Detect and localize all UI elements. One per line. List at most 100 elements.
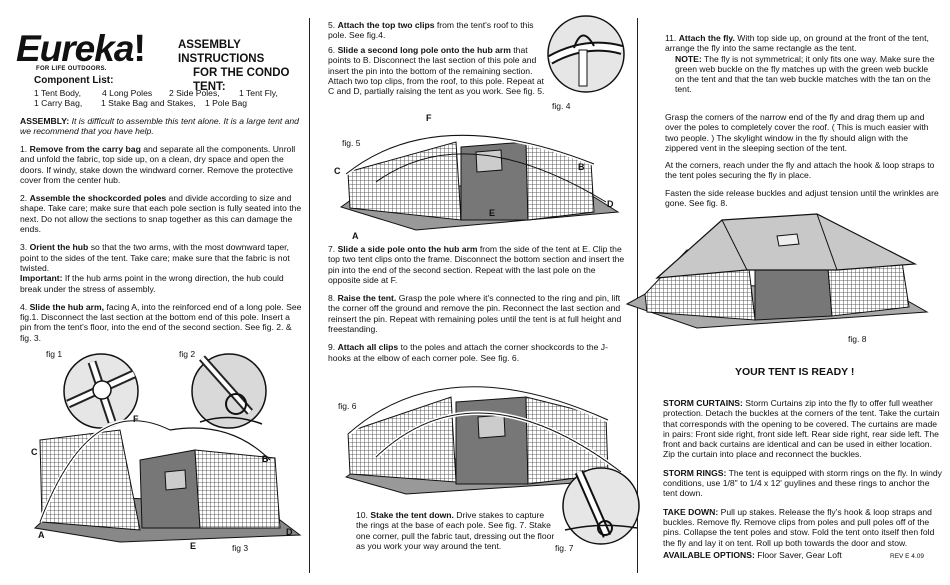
step-heading: Attach the top two clips <box>337 20 435 30</box>
step-text: to the poles and attach the corner shock… <box>328 342 608 363</box>
available-options: AVAILABLE OPTIONS: Floor Saver, Gear Lof… <box>663 550 863 560</box>
assembly-label: ASSEMBLY: <box>20 116 70 126</box>
fig6-caption: fig. 6 <box>338 401 357 411</box>
steps-col1: 1. Remove from the carry bag and separat… <box>20 144 302 343</box>
column-divider-1 <box>309 18 310 573</box>
step-heading: Assemble the shockcorded poles <box>29 193 167 204</box>
column-3: 11. Attach the fly. With top side up, on… <box>625 0 946 585</box>
step-num: 4. <box>20 301 28 312</box>
fly-para-3: Fasten the side release buckles and adju… <box>665 187 939 209</box>
storm-rings-label: STORM RINGS: <box>663 467 727 478</box>
component-item: 1 Tent Body, <box>34 88 81 98</box>
step-heading: Slide the hub arm, <box>29 301 105 312</box>
available-options-label: AVAILABLE OPTIONS: <box>663 550 755 560</box>
assembly-note: ASSEMBLY: It is difficult to assemble th… <box>20 116 300 137</box>
step-heading: Stake the tent down. <box>370 510 454 520</box>
logo-tagline: FOR LIFE OUTDOORS. <box>36 66 107 72</box>
storm-curtains: STORM CURTAINS: Storm Curtains zip into … <box>663 398 946 460</box>
fig2-caption: fig 2 <box>179 349 196 359</box>
eureka-logo: Eureka! FOR LIFE OUTDOORS. <box>16 30 146 72</box>
take-down-label: TAKE DOWN: <box>663 506 719 517</box>
fig3-label-e: E <box>190 541 197 551</box>
step-heading: Raise the tent. <box>337 293 397 304</box>
step-10: 10. Stake the tent down. Drive stakes to… <box>356 510 556 551</box>
important-label: Important: <box>20 273 63 284</box>
logo-exclaim: ! <box>133 28 147 70</box>
step-2: 2. Assemble the shockcorded poles and di… <box>20 193 302 234</box>
fly-para-2: At the corners, reach under the fly and … <box>665 160 935 181</box>
fig5-label-d: D <box>607 199 614 209</box>
fig3-label-b: B <box>262 454 269 464</box>
step-11-main: 11. Attach the fly. With top side up, on… <box>665 33 940 54</box>
important-text: If the hub arms point in the wrong direc… <box>20 273 284 294</box>
fig8-tent-with-fly-illustration <box>625 213 929 329</box>
step-text: and separate all the components. Unroll … <box>20 144 296 185</box>
step-num: 10. <box>356 510 368 520</box>
step-7: 7. Slide a side pole onto the hub arm fr… <box>328 244 628 285</box>
step-text: Grasp the pole where it's connected to t… <box>328 293 622 335</box>
fig7-caption: fig. 7 <box>555 543 574 553</box>
revision-code: REV E 4.09 <box>890 553 924 560</box>
step-heading: Attach the fly. <box>678 33 735 43</box>
step-6: 6. Slide a second long pole onto the hub… <box>328 45 550 96</box>
column-divider-2 <box>637 18 638 573</box>
fig5-label-e: E <box>489 208 496 218</box>
fig4-clip-illustration <box>547 15 625 93</box>
fig3-label-c: C <box>31 447 38 457</box>
step-3: 3. Orient the hub so that the two arms, … <box>20 242 302 273</box>
fig3-label-f: F <box>133 414 139 424</box>
component-item: 4 Long Poles <box>102 88 153 98</box>
fig1-hub-illustration <box>63 353 139 429</box>
step-5: 5. Attach the top two clips from the ten… <box>328 20 550 41</box>
component-item: 1 Tent Fly, <box>239 88 278 98</box>
step-heading: Slide a side pole onto the hub arm <box>337 244 478 254</box>
step-heading: Orient the hub <box>29 242 89 253</box>
title-line-1: ASSEMBLY INSTRUCTIONS <box>178 39 265 65</box>
storm-rings: STORM RINGS: The tent is equipped with s… <box>663 468 946 499</box>
component-list: Component List: <box>34 75 294 86</box>
step-text: so that the two arms, with the most down… <box>20 242 290 273</box>
note-label: NOTE: <box>675 53 702 64</box>
step-num: 9. <box>328 342 336 353</box>
step-num: 1. <box>20 144 28 154</box>
step-num: 11. <box>665 33 677 43</box>
step-heading: Slide a second long pole onto the hub ar… <box>337 45 511 55</box>
fig5-label-c: C <box>334 166 341 176</box>
fly-instructions: Grasp the corners of the narrow end of t… <box>665 112 940 208</box>
step-text: from the tent's roof to this pole. See f… <box>328 20 534 41</box>
fig1-caption: fig 1 <box>46 349 63 359</box>
step-num: 5. <box>328 20 336 30</box>
step-9: 9. Attach all clips to the poles and att… <box>328 342 628 363</box>
page-title: ASSEMBLY INSTRUCTIONS FOR THE CONDO TENT… <box>178 38 305 94</box>
step-text: that points to B. Disconnect the last se… <box>328 45 545 97</box>
step-num: 2. <box>20 193 28 204</box>
step-heading: Attach all clips <box>337 342 399 353</box>
fig4-caption: fig. 4 <box>552 101 571 111</box>
storm-rings-text: The tent is equipped with storm rings on… <box>663 467 942 499</box>
component-list-title: Component List: <box>34 75 114 86</box>
fig3-tent-illustration <box>33 418 302 543</box>
component-item: 1 Carry Bag, <box>34 98 83 108</box>
fig5-label-b: B <box>578 162 585 172</box>
step-num: 7. <box>328 244 336 254</box>
fig8-caption: fig. 8 <box>848 334 867 344</box>
fig2-pin-illustration <box>191 353 267 429</box>
step-text: Drive stakes to capture the rings at the… <box>356 510 555 551</box>
component-item: 2 Side Poles, <box>169 88 220 98</box>
fig3-label-d: D <box>286 527 293 537</box>
step-8: 8. Raise the tent. Grasp the pole where … <box>328 293 628 334</box>
component-row-2: 1 Carry Bag, 1 Stake Bag and Stakes, 1 P… <box>34 98 304 108</box>
note-text: The fly is not symmetrical; it only fits… <box>675 53 935 95</box>
step-text: and divide according to size and shape. … <box>20 193 302 235</box>
important-note: Important: If the hub arms point in the … <box>20 273 302 294</box>
step-11: 11. Attach the fly. With top side up, on… <box>665 33 940 95</box>
component-item: 1 Pole Bag <box>205 98 248 108</box>
step-text: facing A, into the reinforced end of a l… <box>20 301 302 343</box>
take-down: TAKE DOWN: Pull up stakes. Release the f… <box>663 507 946 548</box>
fig6-tent-illustration <box>344 384 623 495</box>
step-num: 6. <box>328 45 336 55</box>
column-2: 5. Attach the top two clips from the ten… <box>314 0 640 585</box>
step-heading: Remove from the carry bag <box>29 144 141 154</box>
column-1: Eureka! FOR LIFE OUTDOORS. ASSEMBLY INST… <box>0 0 305 585</box>
logo-text: Eureka <box>16 28 134 69</box>
